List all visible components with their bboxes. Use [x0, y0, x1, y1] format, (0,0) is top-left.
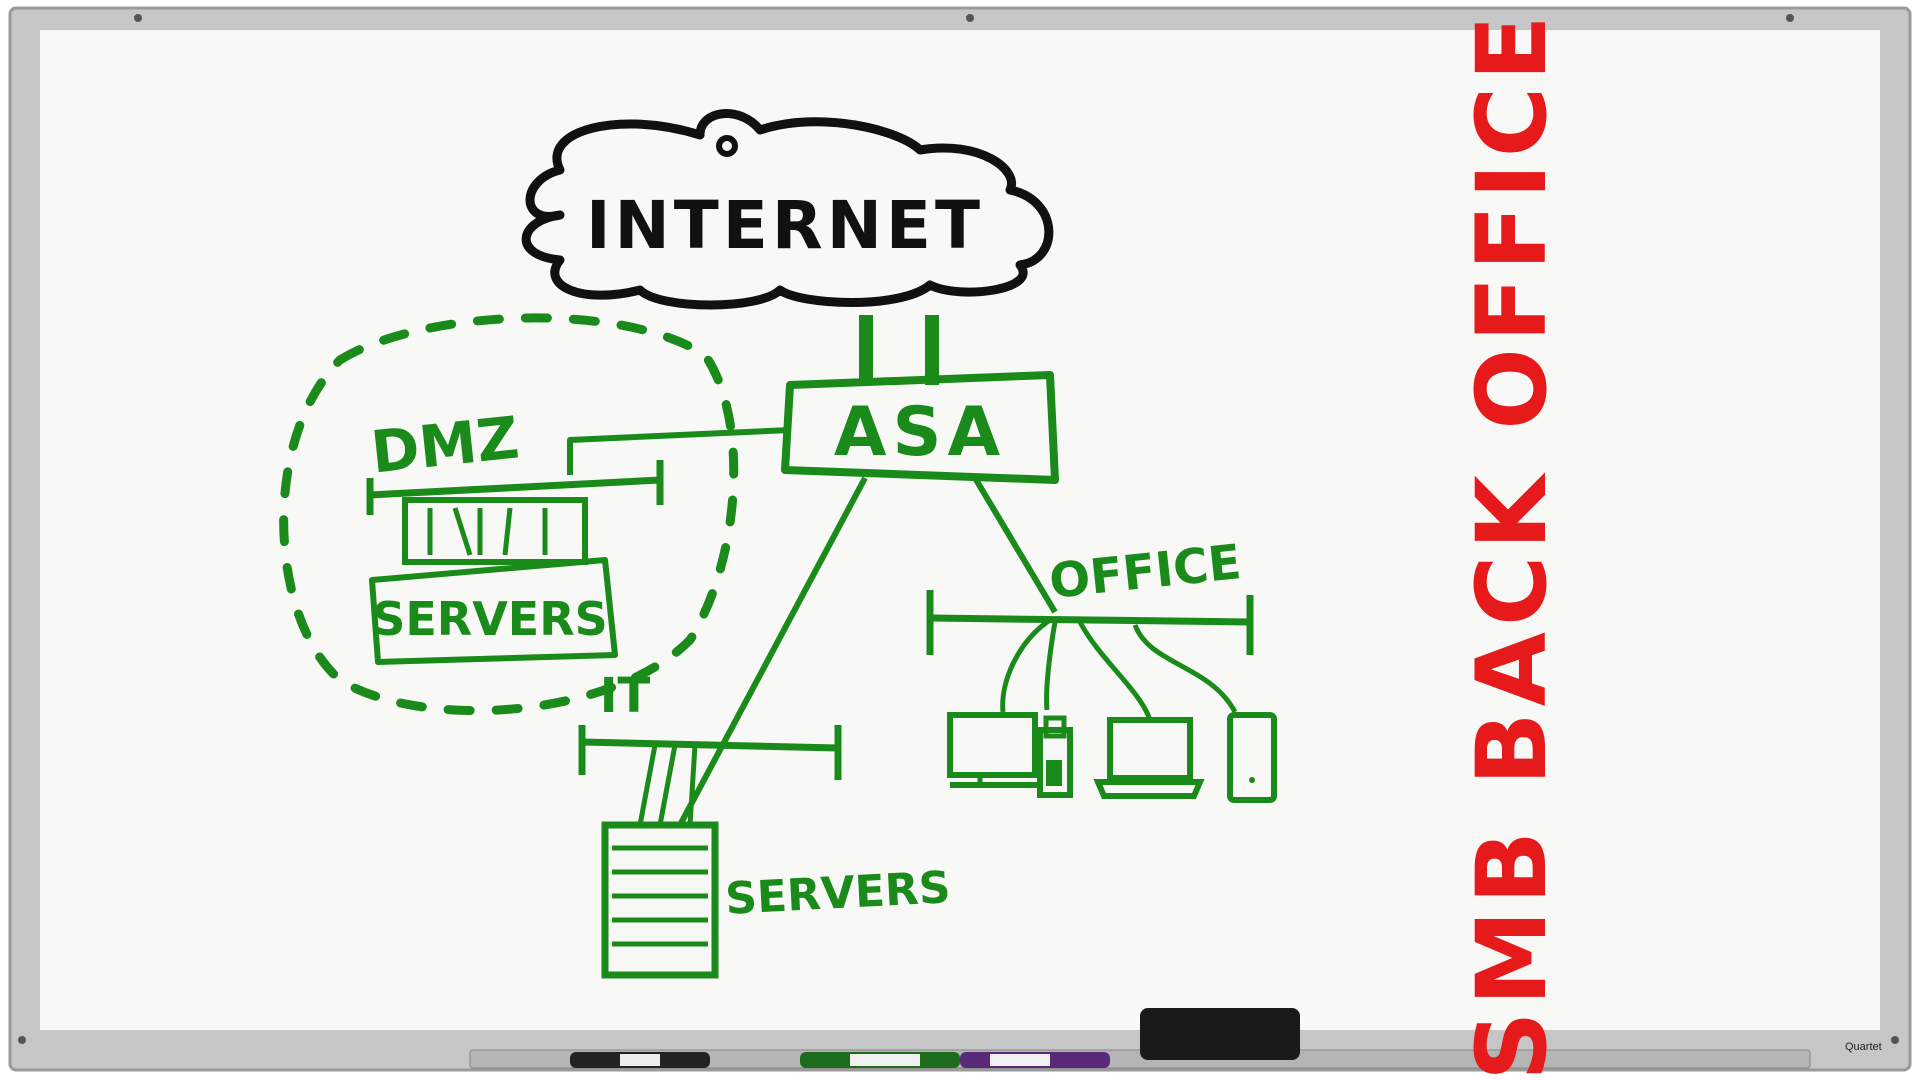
it-servers-label: SERVERS — [724, 862, 952, 925]
black-marker-label — [620, 1054, 660, 1066]
whiteboard-surface — [40, 30, 1880, 1030]
green-marker-label — [850, 1054, 920, 1066]
internet-label: INTERNET — [586, 187, 984, 264]
it-label: IT — [600, 668, 651, 724]
it-server-link — [637, 744, 658, 826]
dmz-servers-box — [369, 557, 618, 665]
purple-marker-label — [990, 1054, 1050, 1066]
asa-dmz-link — [567, 427, 791, 475]
cloud-loop — [716, 135, 738, 157]
laptop-icon — [1093, 717, 1205, 799]
frame-screw — [134, 14, 142, 22]
office-drop — [1132, 624, 1238, 714]
switch-port — [502, 507, 513, 556]
office-drop — [1044, 621, 1058, 711]
it-network-bus — [581, 738, 839, 752]
asa-firewall-box — [781, 371, 1059, 484]
it-server-link — [657, 744, 678, 826]
dmz-switch — [402, 497, 588, 565]
it-server-rack — [601, 821, 719, 979]
frame-screw — [1786, 14, 1794, 22]
office-drop — [1077, 620, 1153, 721]
asa-label: ASA — [834, 393, 1006, 472]
office-drop — [1000, 617, 1052, 713]
office-network-bus — [929, 614, 1251, 626]
desk-phone-icon — [1037, 715, 1073, 798]
tray-brand: Quartet — [1845, 1041, 1882, 1053]
dmz-label: DMZ — [368, 403, 522, 486]
dmz-servers-label: SERVERS — [372, 592, 608, 646]
frame-screw — [1891, 1036, 1899, 1044]
eraser[interactable] — [1140, 1008, 1300, 1060]
dmz-zone-boundary — [279, 313, 739, 716]
desktop-computer-icon — [947, 712, 1040, 788]
internet-cloud — [521, 109, 1054, 310]
frame-screw — [18, 1036, 26, 1044]
asa-it-link — [677, 476, 868, 827]
mobile-device-icon — [1227, 712, 1277, 803]
asa-office-link — [972, 476, 1058, 614]
diagram-title: SMB BACK OFFICE — [1456, 9, 1568, 1080]
it-server-link — [687, 744, 698, 826]
dmz-network-bus — [369, 476, 661, 499]
frame-screw — [966, 14, 974, 22]
switch-port — [452, 507, 473, 556]
